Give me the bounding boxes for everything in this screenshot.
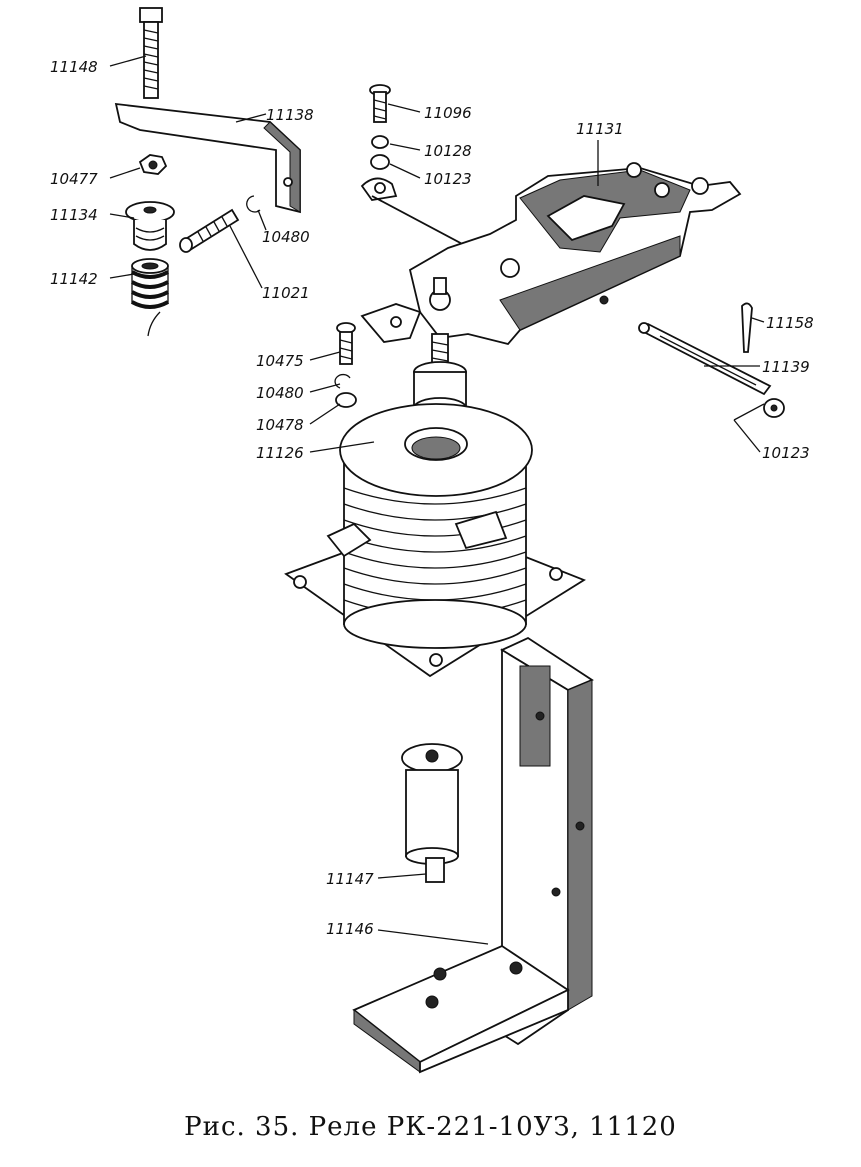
label-11134: 11134 (50, 206, 98, 224)
part-11139-axle (638, 322, 772, 396)
label-11131: 11131 (576, 120, 624, 138)
part-11126-coil (284, 403, 586, 678)
label-11158: 11158 (766, 314, 814, 332)
label-11146: 11146 (326, 920, 374, 938)
part-11148-screw (139, 7, 163, 99)
label-10477: 10477 (50, 170, 98, 188)
part-10478-washer (335, 392, 357, 408)
part-11158-cotter-pin (741, 302, 753, 353)
part-10475-screw (336, 322, 356, 365)
part-11096-screw (369, 84, 391, 123)
part-10480-clip (246, 195, 261, 213)
part-10480-clip-lower (334, 373, 351, 389)
figure-caption: Рис. 35. Реле РК-221-10УЗ, 11120 (184, 1112, 677, 1142)
part-10128-washer (371, 135, 389, 149)
part-11142-spring (131, 258, 169, 337)
part-11134-holder (125, 201, 175, 251)
label-10478: 10478 (256, 416, 304, 434)
label-11139: 11139 (762, 358, 810, 376)
label-10475: 10475 (256, 352, 304, 370)
label-10128: 10128 (424, 142, 472, 160)
part-11147-plunger (401, 743, 463, 883)
label-11148: 11148 (50, 58, 98, 76)
label-11142: 11142 (50, 270, 98, 288)
part-11021-pin (179, 208, 240, 253)
label-10123-upper: 10123 (424, 170, 472, 188)
part-11138-bracket (114, 102, 301, 214)
label-11147: 11147 (326, 870, 374, 888)
label-11096: 11096 (424, 104, 472, 122)
label-10123-right: 10123 (762, 444, 810, 462)
part-11146-l-bracket (352, 636, 594, 1074)
part-11131-armature (360, 162, 742, 346)
leader-lines (109, 55, 765, 945)
label-10480-lower: 10480 (256, 384, 304, 402)
label-11138: 11138 (266, 106, 314, 124)
part-10123-washer (370, 154, 390, 170)
label-11126: 11126 (256, 444, 304, 462)
part-10477-nut (138, 154, 168, 175)
label-11021: 11021 (262, 284, 310, 302)
part-10123-washer-right (763, 398, 785, 418)
label-10480-upper: 10480 (262, 228, 310, 246)
